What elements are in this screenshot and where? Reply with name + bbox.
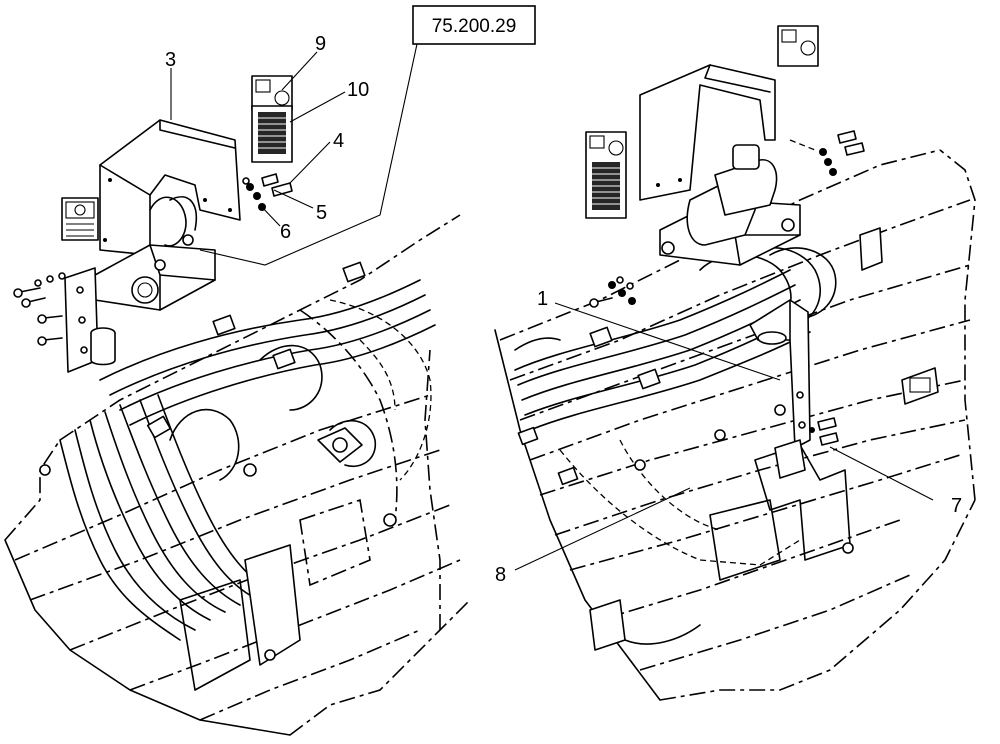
callout-1[interactable]: 1 (537, 288, 548, 310)
reference-box[interactable]: 75.200.29 (412, 5, 536, 45)
callout-8[interactable]: 8 (495, 564, 506, 586)
callout-7[interactable]: 7 (951, 495, 962, 517)
left-assembly (4, 75, 471, 736)
reference-leader (199, 43, 418, 266)
callouts: 3 9 10 4 5 6 1 7 8 (165, 33, 962, 586)
right-assembly (494, 25, 976, 701)
callout-3[interactable]: 3 (165, 49, 176, 71)
leader-lines (170, 51, 934, 571)
callout-6[interactable]: 6 (280, 221, 291, 243)
callout-4[interactable]: 4 (333, 130, 344, 152)
callout-5[interactable]: 5 (316, 202, 327, 224)
reference-box-label: 75.200.29 (432, 16, 517, 37)
callout-9[interactable]: 9 (315, 33, 326, 55)
callout-10[interactable]: 10 (347, 79, 369, 101)
